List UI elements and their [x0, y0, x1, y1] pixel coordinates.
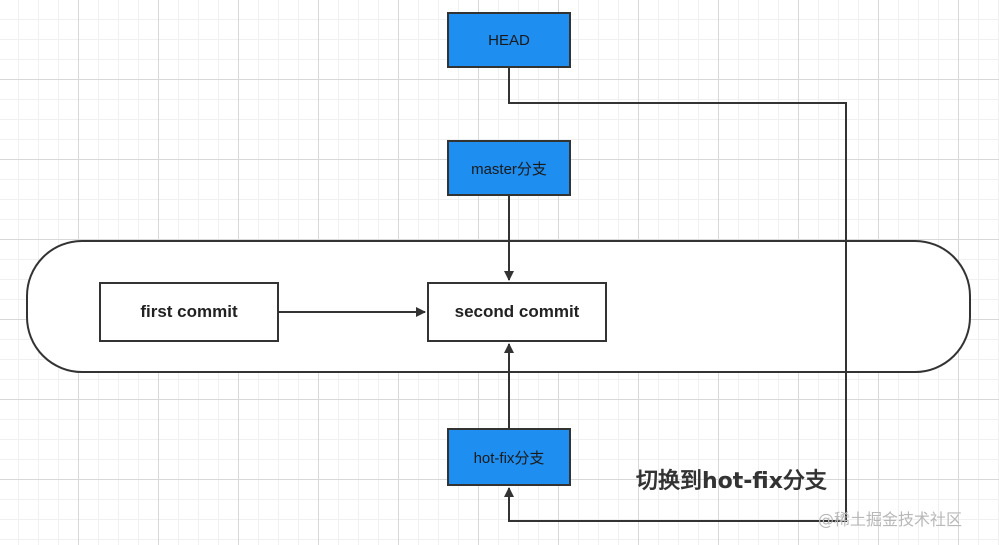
edge-head-to-hotfix — [504, 67, 847, 522]
head-node: HEAD — [447, 12, 571, 68]
second-commit-node: second commit — [427, 282, 607, 342]
master-branch-node: master分支 — [447, 140, 571, 196]
first-commit-node: first commit — [99, 282, 279, 342]
switch-annotation: 切换到hot-fix分支 — [636, 469, 827, 494]
hotfix-branch-node: hot-fix分支 — [447, 428, 571, 486]
watermark: @稀土掘金技术社区 — [818, 510, 963, 529]
